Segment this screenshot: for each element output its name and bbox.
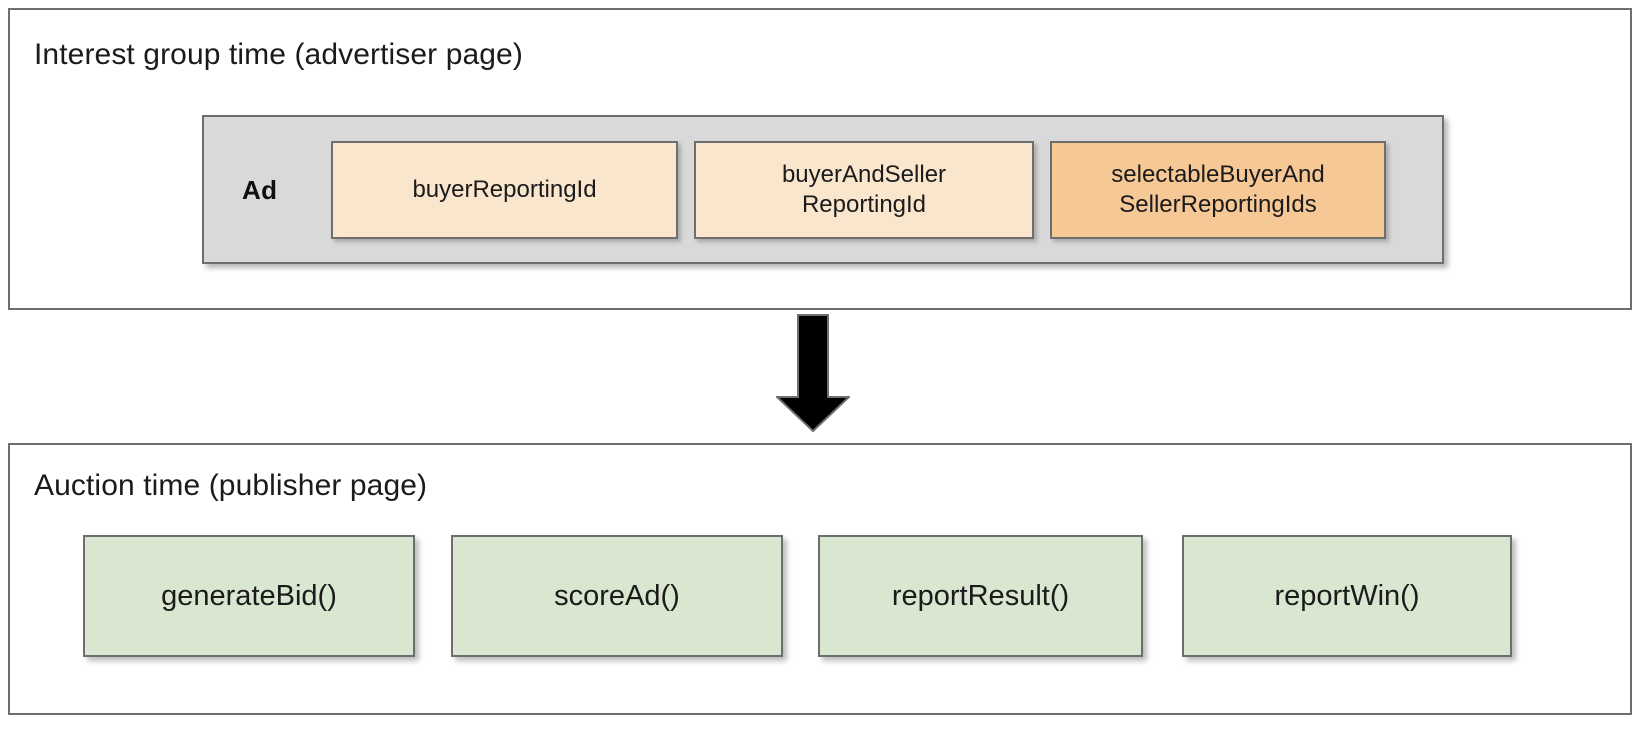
function-box-label: scoreAd() bbox=[554, 579, 680, 612]
advertiser-panel: Interest group time (advertiser page) Ad… bbox=[8, 8, 1632, 310]
reporting-id-label-line2: ReportingId bbox=[801, 191, 927, 218]
auction-panel: Auction time (publisher page) generateBi… bbox=[8, 443, 1632, 715]
arrow-down-icon bbox=[776, 314, 850, 432]
reporting-id-box-buyer[interactable]: buyerReportingId bbox=[331, 141, 678, 239]
function-box-label: reportWin() bbox=[1274, 579, 1420, 612]
advertiser-panel-title: Interest group time (advertiser page) bbox=[34, 38, 523, 71]
ad-label: Ad bbox=[242, 175, 278, 205]
reporting-id-label: selectableBuyerAnd SellerReportingIds bbox=[1111, 160, 1324, 220]
reporting-id-label: buyerReportingId bbox=[412, 176, 597, 203]
reporting-id-box-buyer-and-seller[interactable]: buyerAndSeller ReportingId bbox=[694, 141, 1034, 239]
reporting-id-box-selectable-buyer-and-seller[interactable]: selectableBuyerAnd SellerReportingIds bbox=[1050, 141, 1386, 239]
function-box-score-ad[interactable]: scoreAd() bbox=[451, 535, 783, 657]
function-box-report-result[interactable]: reportResult() bbox=[818, 535, 1143, 657]
function-box-label: reportResult() bbox=[891, 579, 1070, 612]
auction-panel-title: Auction time (publisher page) bbox=[34, 469, 428, 502]
function-box-generate-bid[interactable]: generateBid() bbox=[83, 535, 415, 657]
reporting-id-label-line2: SellerReportingIds bbox=[1119, 191, 1317, 218]
ad-container: Ad buyerReportingId buyerAndSeller Repor… bbox=[202, 115, 1444, 264]
reporting-id-label-line1: buyerAndSeller bbox=[781, 161, 947, 188]
function-box-report-win[interactable]: reportWin() bbox=[1182, 535, 1512, 657]
reporting-id-label: buyerAndSeller ReportingId bbox=[782, 160, 946, 220]
function-box-label: generateBid() bbox=[161, 579, 337, 612]
reporting-id-label-line1: selectableBuyerAnd bbox=[1111, 161, 1325, 188]
